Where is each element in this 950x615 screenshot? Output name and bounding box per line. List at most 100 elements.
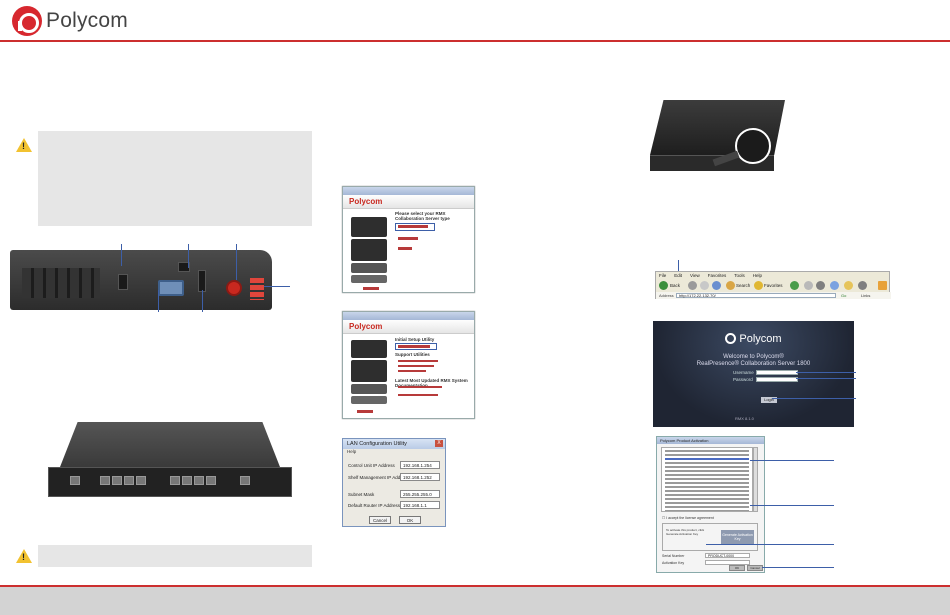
browser-window: File Edit View Favorites Tools Help Back… xyxy=(655,271,891,299)
rear-port xyxy=(112,476,122,485)
brand-name: Polycom xyxy=(46,9,128,32)
zoom-detail-circle xyxy=(735,128,771,164)
option-link[interactable] xyxy=(398,247,412,250)
polycom-logo-icon xyxy=(12,6,42,36)
support-link[interactable] xyxy=(398,360,438,362)
vga-port xyxy=(158,280,184,296)
docs-link[interactable] xyxy=(398,394,438,396)
accept-license-label: I accept the license agreement xyxy=(666,516,714,520)
window-logo: Polycom xyxy=(349,322,383,331)
tool-icon[interactable] xyxy=(858,281,867,290)
back-icon[interactable] xyxy=(659,281,668,290)
search-label[interactable]: Search xyxy=(736,283,751,288)
menu-edit[interactable]: Edit xyxy=(674,273,683,278)
warning-triangle-icon: ! xyxy=(16,549,32,563)
license-line xyxy=(665,510,749,511)
license-line xyxy=(665,494,749,496)
option-link[interactable] xyxy=(398,225,428,228)
activation-section: To activate this product, click Generate… xyxy=(662,523,758,551)
favorites-label[interactable]: Favorites xyxy=(764,283,783,288)
section-initial-setup: Initial Setup Utility xyxy=(395,337,435,342)
caution-box xyxy=(38,131,312,226)
ok-button[interactable]: OK xyxy=(399,516,421,524)
menu-tools[interactable]: Tools xyxy=(734,273,745,278)
address-label: Address xyxy=(659,293,674,298)
history-icon[interactable] xyxy=(790,281,799,290)
favorites-icon[interactable] xyxy=(754,281,763,290)
menu-view[interactable]: View xyxy=(690,273,700,278)
address-input[interactable]: http://172.22.132.70/ xyxy=(676,293,836,298)
username-label: Username xyxy=(733,370,754,375)
support-link[interactable] xyxy=(398,365,434,367)
license-line xyxy=(665,506,749,508)
menu-help[interactable]: Help xyxy=(752,273,763,278)
go-button[interactable]: Go xyxy=(841,293,847,298)
initial-setup-link[interactable] xyxy=(398,345,430,348)
activation-instructions: To activate this product, click Generate… xyxy=(666,528,705,536)
option-link[interactable] xyxy=(357,410,373,413)
usb-port xyxy=(118,274,128,290)
accept-license-checkbox[interactable]: ☐ I accept the license agreement xyxy=(662,516,714,520)
print-icon[interactable] xyxy=(816,281,825,290)
server-image xyxy=(351,275,387,283)
subnet-mask-input[interactable]: 255.255.255.0 xyxy=(400,490,440,498)
welcome-text: Welcome to Polycom® RealPresence® Collab… xyxy=(653,354,854,368)
rear-port xyxy=(194,476,204,485)
support-link[interactable] xyxy=(398,370,426,372)
activation-key-label: Activation Key xyxy=(662,561,685,565)
close-icon[interactable]: X xyxy=(435,440,443,447)
folder-icon[interactable] xyxy=(844,281,853,290)
field-label: Shelf Management IP Address xyxy=(348,475,409,480)
server-image xyxy=(351,239,387,261)
login-button[interactable]: Login xyxy=(761,397,777,403)
option-rmx1800-highlight[interactable] xyxy=(395,223,435,231)
field-label: Control Unit IP Address xyxy=(348,463,395,468)
option-link[interactable] xyxy=(363,287,379,290)
documentation-window: Polycom Initial Setup Utility Support Ut… xyxy=(342,311,475,419)
usb-port-vertical xyxy=(198,270,206,292)
serial-number-field[interactable]: PRODUCT-0000 xyxy=(705,553,750,558)
license-line xyxy=(665,466,749,468)
cancel-button[interactable]: Cancel xyxy=(369,516,391,524)
license-line xyxy=(665,498,749,500)
forward-icon[interactable] xyxy=(688,281,697,290)
password-input[interactable] xyxy=(756,377,798,382)
activation-cancel-button[interactable]: Cancel xyxy=(747,565,763,571)
username-input[interactable] xyxy=(756,370,798,375)
menu-file[interactable]: File xyxy=(659,273,667,278)
initial-setup-highlight[interactable] xyxy=(395,343,437,350)
links-button[interactable]: Links xyxy=(861,293,871,298)
option-link[interactable] xyxy=(398,237,418,240)
license-line xyxy=(665,482,749,484)
callout-line xyxy=(750,460,834,461)
shelf-management-ip-input[interactable]: 192.168.1.252 xyxy=(400,473,440,481)
rear-port xyxy=(124,476,134,485)
control-unit-ip-input[interactable]: 192.168.1.254 xyxy=(400,461,440,469)
callout-line xyxy=(202,290,203,312)
callout-line xyxy=(264,286,290,287)
search-icon[interactable] xyxy=(726,281,735,290)
license-agreement-text xyxy=(661,447,753,512)
server-image xyxy=(351,360,387,382)
footer-divider xyxy=(0,585,950,587)
refresh-icon[interactable] xyxy=(712,281,721,290)
edit-icon[interactable] xyxy=(830,281,839,290)
license-scrollbar[interactable] xyxy=(753,447,758,512)
license-line xyxy=(665,490,749,492)
activation-key-input[interactable] xyxy=(705,560,750,565)
generate-activation-key-button[interactable]: Generate Activation Key xyxy=(721,530,754,544)
callout-line xyxy=(796,378,856,379)
back-label[interactable]: Back xyxy=(670,283,681,288)
menu-favorites[interactable]: Favorites xyxy=(707,273,727,278)
login-screen: Polycom Welcome to Polycom® RealPresence… xyxy=(653,321,854,427)
docs-link[interactable] xyxy=(398,386,442,388)
help-menu[interactable]: Help xyxy=(347,449,357,454)
caution-box-2 xyxy=(38,545,312,567)
license-line xyxy=(665,474,749,476)
stop-icon[interactable] xyxy=(700,281,709,290)
welcome-line-1: Welcome to Polycom® xyxy=(723,354,784,360)
mail-icon[interactable] xyxy=(804,281,813,290)
default-router-ip-input[interactable]: 192.168.1.1 xyxy=(400,501,440,509)
activation-ok-button[interactable]: OK xyxy=(729,565,745,571)
